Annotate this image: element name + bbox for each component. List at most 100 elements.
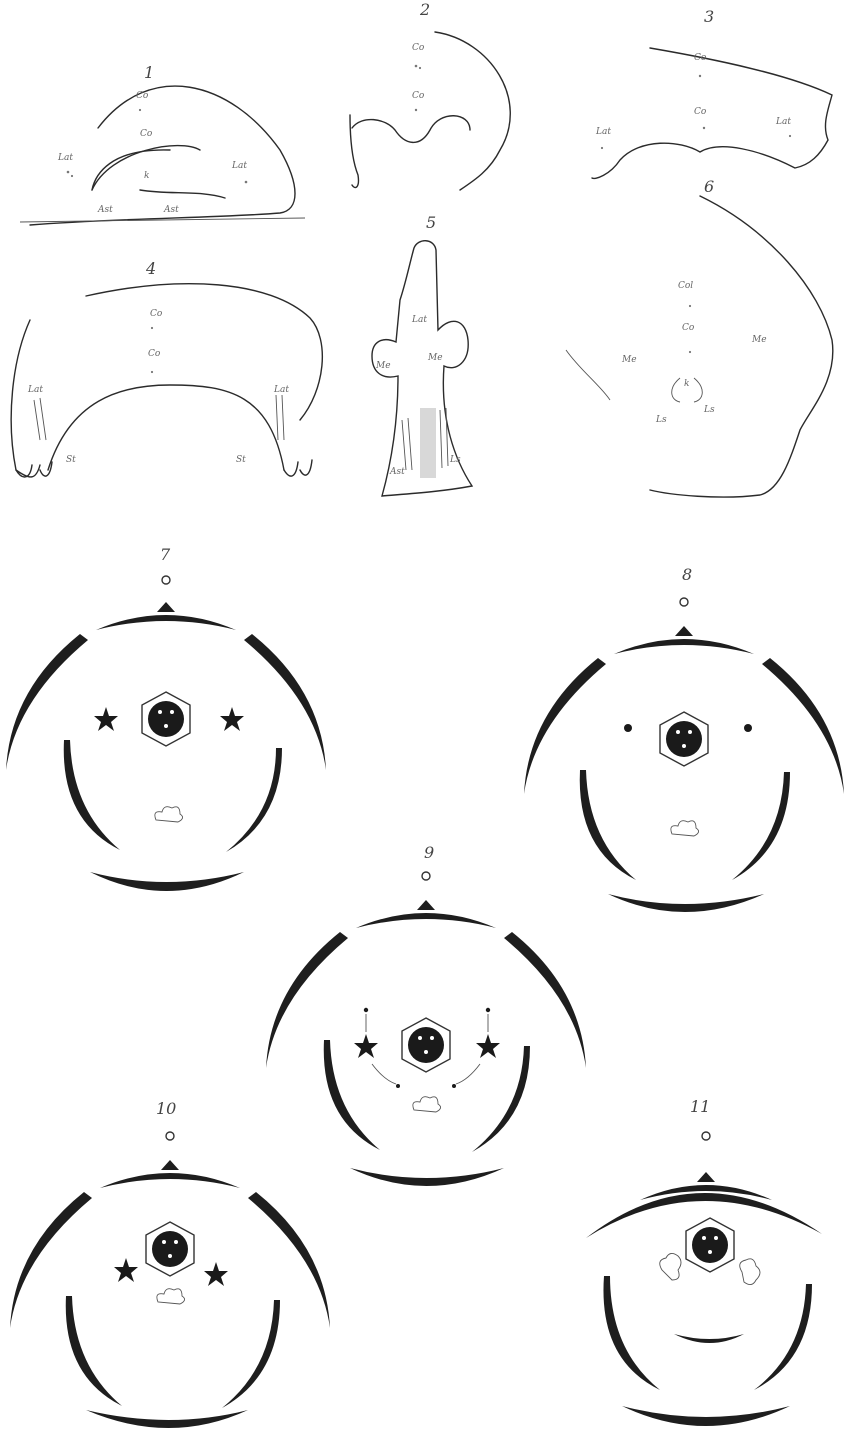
star-marker <box>204 1262 228 1286</box>
star-marker <box>354 1034 378 1058</box>
floral-diagram-9: 9 <box>266 843 586 1186</box>
bract-arc <box>100 1160 240 1188</box>
dot-marker <box>624 724 632 732</box>
inner-arc <box>226 748 282 852</box>
ovary <box>142 692 190 746</box>
petaloid <box>413 1097 441 1112</box>
axis-dot <box>422 872 430 880</box>
lower-arc <box>622 1406 790 1426</box>
floral-diagram-8: 8 <box>524 565 844 912</box>
star-marker <box>220 707 244 731</box>
petaloid <box>671 821 699 836</box>
figure-label: Co <box>694 107 707 117</box>
figure-label: Co <box>412 91 425 101</box>
inner-arc <box>674 1334 744 1343</box>
figure-number: 2 <box>419 0 430 19</box>
petaloid <box>155 807 183 822</box>
star-marker <box>476 1034 500 1058</box>
bract-arc <box>96 602 236 630</box>
inner-arc <box>472 1046 530 1152</box>
petaloid <box>740 1259 760 1285</box>
petaloid <box>660 1253 681 1280</box>
figure-label: Ast <box>163 205 179 215</box>
axis-dot <box>680 598 688 606</box>
figure-label: Ls <box>703 405 715 415</box>
bract-arc <box>614 626 754 654</box>
ovary <box>146 1222 194 1276</box>
lower-arc <box>90 872 244 891</box>
figure-label: Co <box>150 309 163 319</box>
outer-arc <box>244 634 326 770</box>
figure-label: k <box>684 379 689 389</box>
lower-arc <box>608 894 764 912</box>
outer-arc <box>10 1192 92 1328</box>
ovary <box>686 1218 734 1272</box>
ovary <box>660 712 708 766</box>
inner-arc <box>66 1296 122 1406</box>
outer-arc <box>762 658 844 794</box>
star-marker <box>114 1258 138 1282</box>
inner-arc <box>603 1276 660 1390</box>
figure-label: k <box>144 171 149 181</box>
figure-label: Me <box>375 361 391 371</box>
figure-2: 2 Co Co <box>350 0 510 190</box>
figure-label: Co <box>140 129 153 139</box>
figure-label: Ast <box>389 467 405 477</box>
figure-5: 5 Lat Me Me Ast Ls <box>372 213 472 496</box>
inner-arc <box>732 772 790 880</box>
figure-label: Lat <box>775 117 791 127</box>
figure-1: 1 Co Co Lat k Lat Ast Ast <box>20 63 305 225</box>
figure-4: 4 Co Co Lat Lat St St <box>11 259 322 477</box>
outer-arc <box>504 932 586 1068</box>
figure-label: St <box>236 455 246 465</box>
figure-number: 5 <box>426 213 436 232</box>
figure-label: Me <box>427 353 443 363</box>
figure-label: Co <box>136 91 149 101</box>
figure-label: Co <box>412 43 425 53</box>
lower-arc <box>350 1168 504 1186</box>
outer-arc <box>524 658 606 794</box>
figure-label: Ls <box>449 455 461 465</box>
figure-label: Me <box>621 355 637 365</box>
figure-label: Co <box>694 53 707 63</box>
star-marker <box>94 707 118 731</box>
inner-arc <box>754 1284 812 1390</box>
petaloid <box>157 1289 185 1304</box>
figure-label: Lat <box>273 385 289 395</box>
figure-number: 7 <box>160 545 171 564</box>
outer-arc <box>6 634 88 770</box>
figure-number: 9 <box>424 843 434 862</box>
figure-label: Me <box>751 335 767 345</box>
outer-arc <box>266 932 348 1068</box>
figure-number: 4 <box>145 259 156 278</box>
floral-diagram-10: 10 <box>10 1099 330 1428</box>
axis-dot <box>166 1132 174 1140</box>
axis-dot <box>162 576 170 584</box>
figure-number: 1 <box>144 63 154 82</box>
figure-label: Col <box>678 281 693 291</box>
figure-label: St <box>66 455 76 465</box>
inner-arc <box>324 1040 380 1150</box>
figure-number: 8 <box>682 565 692 584</box>
figure-label: Co <box>682 323 695 333</box>
dot-marker <box>744 724 752 732</box>
figure-number: 10 <box>156 1099 176 1118</box>
figure-label: Lat <box>411 315 427 325</box>
figure-number: 11 <box>690 1097 710 1116</box>
figure-label: Ast <box>97 205 113 215</box>
outer-arc <box>248 1192 330 1328</box>
figure-label: Ls <box>655 415 667 425</box>
lower-arc <box>86 1410 248 1428</box>
floral-diagram-7: 7 <box>6 545 326 891</box>
figure-number: 6 <box>704 177 714 196</box>
figure-number: 3 <box>704 7 714 26</box>
figure-label: Lat <box>27 385 43 395</box>
figure-label: Lat <box>57 153 73 163</box>
axis-dot <box>702 1132 710 1140</box>
figure-3: 3 Co Co Lat Lat <box>592 7 832 178</box>
floral-diagram-11: 11 <box>586 1097 822 1426</box>
bract-arc <box>356 900 496 928</box>
inner-arc <box>222 1300 280 1408</box>
figure-label: Lat <box>595 127 611 137</box>
